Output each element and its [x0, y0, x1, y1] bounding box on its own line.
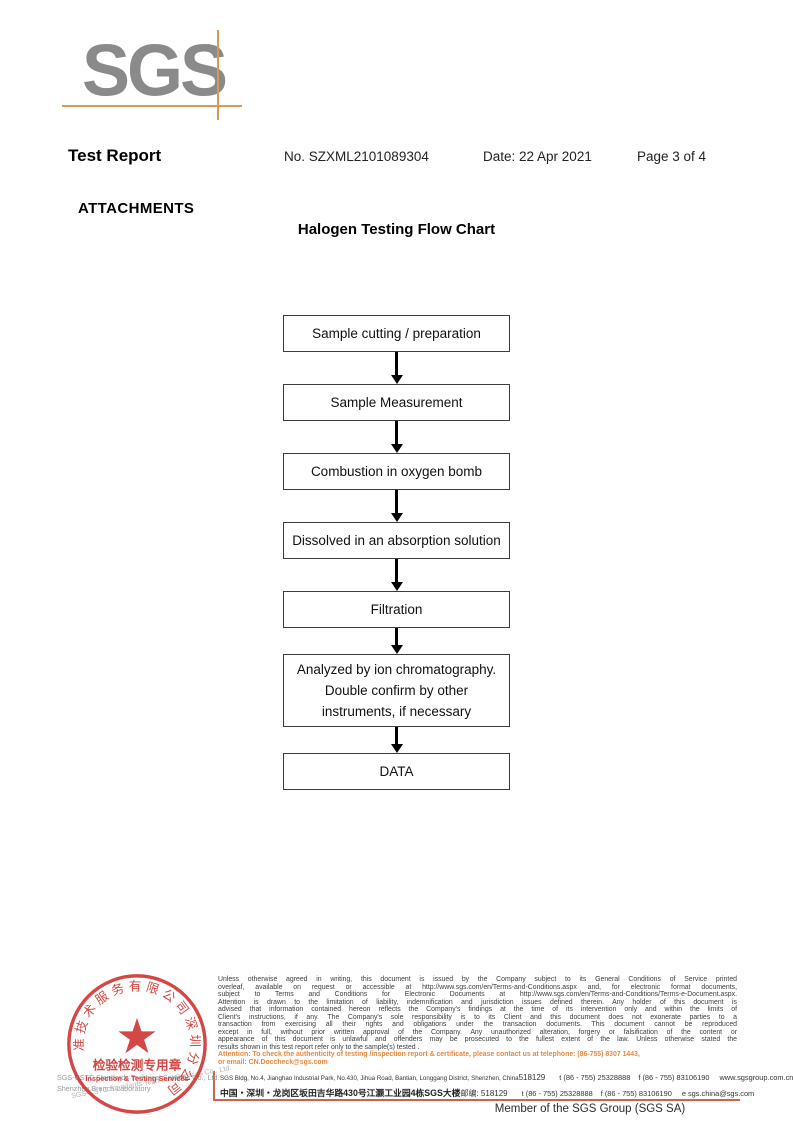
legal-line: advised that information contained hereo… — [218, 1006, 737, 1013]
attachments-heading: ATTACHMENTS — [78, 200, 195, 217]
inspection-stamp-seal: 通标标准技术服务有限公司深圳分公司 ★ 检验检测专用章 Inspection &… — [64, 971, 207, 1114]
legal-line: results shown in this test report refer … — [218, 1043, 420, 1051]
flowchart-step-label: Analyzed by ion chromatography. Double c… — [296, 662, 497, 719]
flowchart-title: Halogen Testing Flow Chart — [297, 221, 496, 238]
legal-line: appearance of this document is unlawful … — [218, 1036, 737, 1043]
down-arrow-icon — [283, 490, 510, 522]
email-address: e sgs.china@sgs.com — [681, 1089, 755, 1098]
telephone-number: t (86 - 755) 25328888 — [559, 1073, 631, 1082]
address-row-cn: 中国・深圳・龙岗区坂田吉华路430号江灏工业园4栋SGS大楼 邮编: 51812… — [220, 1086, 754, 1099]
flowchart-step-label: Sample cutting / preparation — [312, 326, 481, 341]
halogen-testing-flowchart: Sample cutting / preparation Sample Meas… — [283, 315, 510, 790]
address-row-en: SGS Bldg, No.4, Jianghao Industrial Park… — [220, 1073, 793, 1086]
postal-code: 518129 — [518, 1073, 546, 1082]
legal-disclaimer: Unless otherwise agreed in writing, this… — [218, 976, 737, 1066]
flowchart-step-label: Combustion in oxygen bomb — [310, 464, 483, 479]
flowchart-step-7: DATA — [283, 753, 510, 790]
down-arrow-icon — [283, 628, 510, 654]
address-english: SGS Bldg, No.4, Jianghao Industrial Park… — [220, 1075, 519, 1082]
company-imprint: SGS-CSTC Standards Technical Services Co… — [57, 1073, 220, 1093]
flowchart-step-2: Sample Measurement — [283, 384, 510, 421]
company-branch-line: Shenzhen Branch Laboratory — [57, 1084, 151, 1093]
flowchart-step-label: Dissolved in an absorption solution — [292, 533, 501, 548]
flowchart-step-label: Filtration — [370, 602, 423, 617]
logo-horizontal-line — [62, 105, 242, 107]
telephone-number: t (86 - 755) 25328888 — [521, 1089, 593, 1098]
down-arrow-icon — [283, 352, 510, 384]
postal-code-cn: 邮编: 518129 — [460, 1089, 508, 1098]
website-url: www.sgsgroup.com.cn — [719, 1073, 793, 1082]
down-arrow-icon — [283, 727, 510, 753]
company-name-line: SGS-CSTC Standards Technical Services Co… — [57, 1073, 220, 1082]
sgs-logo: SGS — [60, 22, 260, 122]
fax-number: f (86 - 755) 83106190 — [600, 1089, 672, 1098]
flowchart-step-4: Dissolved in an absorption solution — [283, 522, 510, 559]
legal-line: subject to Terms and Conditions for Elec… — [218, 991, 737, 998]
down-arrow-icon — [283, 559, 510, 591]
legal-line: transaction from exercising all their ri… — [218, 1021, 737, 1028]
fax-number: f (86 - 755) 83106190 — [638, 1073, 710, 1082]
down-arrow-icon — [283, 421, 510, 453]
legal-line: overleaf, available on request or access… — [218, 983, 737, 991]
address-chinese: 中国・深圳・龙岗区坂田吉华路430号江灏工业园4栋SGS大楼 — [220, 1088, 461, 1098]
report-footer: SGS-CSTC Standards Technical Services Co… — [0, 965, 793, 1121]
legal-line: Attention is drawn to the limitation of … — [218, 998, 737, 1006]
legal-line: Client's instructions, if any. The Compa… — [218, 1013, 737, 1021]
page-indicator: Page 3 of 4 — [637, 149, 707, 164]
legal-line: except in full, without prior written ap… — [218, 1028, 737, 1036]
flowchart-step-label: Sample Measurement — [330, 395, 463, 410]
report-date: Date: 22 Apr 2021 — [483, 149, 592, 164]
report-header: Test Report No. SZXML2101089304 Date: 22… — [0, 146, 793, 168]
stamp-text-cn: 检验检测专用章 — [93, 1057, 182, 1072]
sgs-logo-text: SGS — [82, 30, 228, 112]
stamp-ring — [67, 974, 207, 1114]
report-title: Test Report — [68, 146, 162, 165]
report-number: No. SZXML2101089304 — [284, 149, 429, 164]
flowchart-step-6: Analyzed by ion chromatography. Double c… — [283, 654, 510, 727]
legal-line: Unless otherwise agreed in writing, this… — [218, 976, 737, 983]
address-block: SGS Bldg, No.4, Jianghao Industrial Park… — [213, 1071, 793, 1101]
attention-notice-line: or email: CN.Doccheck@sgs.com — [218, 1058, 328, 1066]
flowchart-step-label: DATA — [379, 764, 414, 779]
logo-vertical-line — [217, 30, 219, 120]
flowchart-step-3: Combustion in oxygen bomb — [283, 453, 510, 490]
star-icon: ★ — [115, 1010, 159, 1064]
flowchart-step-1: Sample cutting / preparation — [283, 315, 510, 352]
attention-notice-line: Attention: To check the authenticity of … — [218, 1051, 640, 1058]
stamp-text-en: Inspection & Testing Services — [85, 1074, 188, 1083]
flowchart-step-5: Filtration — [283, 591, 510, 628]
sgs-group-member-line: Member of the SGS Group (SGS SA) — [494, 1103, 686, 1115]
